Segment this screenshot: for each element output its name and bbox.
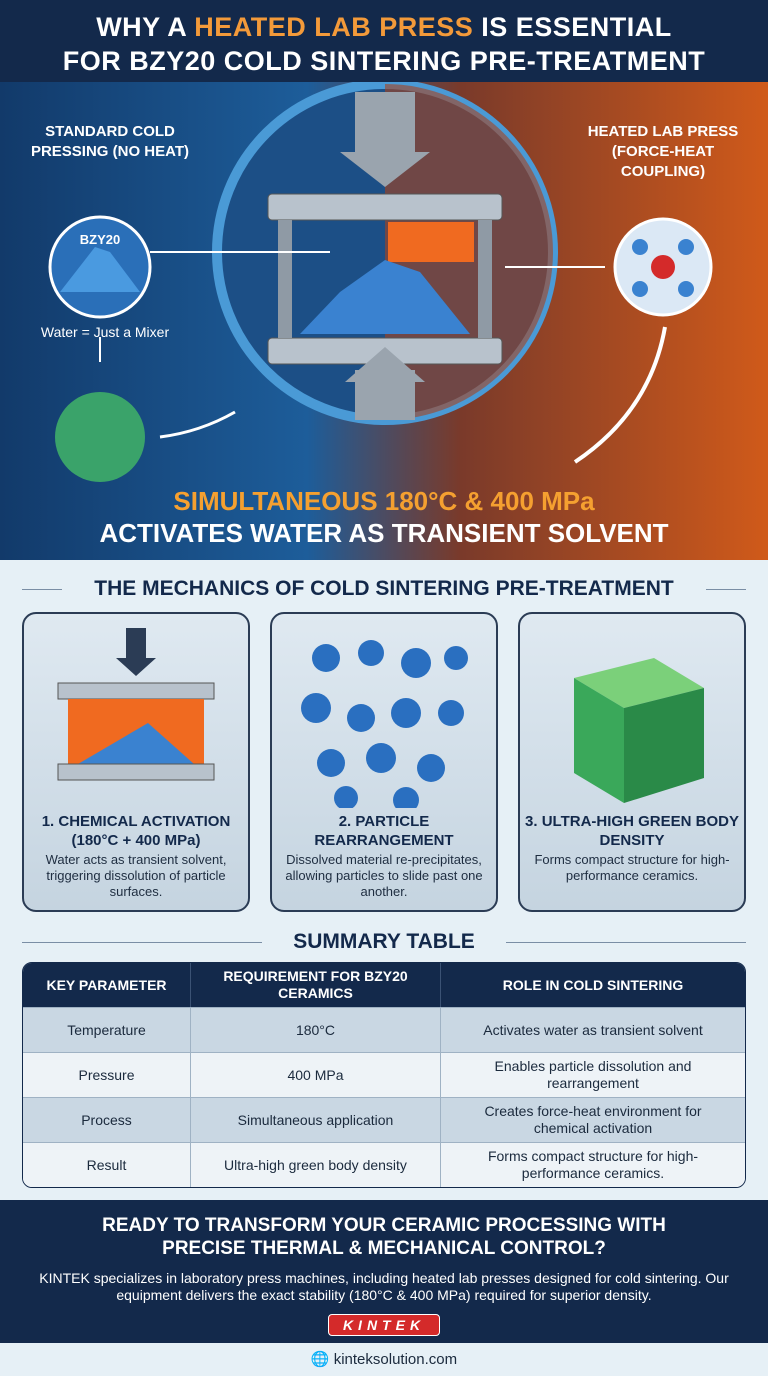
cell: 180°C (191, 1007, 441, 1052)
card-title: 1. CHEMICAL ACTIVATION (180°C + 400 MPa) (41, 813, 231, 849)
kintek-logo: KINTEK (327, 1314, 441, 1336)
cell: Pressure (23, 1052, 191, 1097)
particles-icon (301, 640, 468, 808)
hero-headline: SIMULTANEOUS 180°C & 400 MPa ACTIVATES W… (0, 485, 768, 549)
page-title: WHY A HEATED LAB PRESS IS ESSENTIAL FOR … (0, 0, 768, 82)
cell: Simultaneous application (191, 1097, 441, 1142)
hero-section: STANDARD COLD PRESSING (NO HEAT) HEATED … (0, 82, 768, 560)
card-text: Dissolved material re-precipitates, allo… (285, 852, 483, 899)
headline-line2: ACTIVATES WATER AS TRANSIENT SOLVENT (99, 518, 669, 548)
title-highlight: HEATED LAB PRESS (194, 12, 474, 42)
headline-line1: SIMULTANEOUS 180°C & 400 MPa (173, 486, 595, 516)
website-link[interactable]: kinteksolution.com (333, 1351, 458, 1368)
mechanics-title: THE MECHANICS OF COLD SINTERING PRE-TREA… (0, 577, 768, 601)
cell: Creates force-heat environment for chemi… (441, 1097, 745, 1142)
heated-press-icon (57, 628, 215, 781)
title-text: IS ESSENTIAL (473, 12, 672, 42)
card-text: Forms compact structure for high-perform… (534, 852, 730, 883)
cell: Ultra-high green body density (191, 1142, 441, 1187)
cell: Forms compact structure for high-perform… (441, 1142, 745, 1187)
card-chemical-activation: 1. CHEMICAL ACTIVATION (180°C + 400 MPa)… (22, 612, 250, 912)
heated-press-label: HEATED LAB PRESS (FORCE-HEAT COUPLING) (587, 123, 739, 180)
cell: Result (23, 1142, 191, 1187)
cta-text: KINTEK specializes in laboratory press m… (39, 1270, 729, 1303)
column-header: KEY PARAMETER (23, 963, 191, 1007)
cell: Enables particle dissolution and rearran… (441, 1052, 745, 1097)
card-particle-rearrangement: 2. PARTICLE REARRANGEMENT Dissolved mate… (270, 612, 498, 912)
card-title: 2. PARTICLE REARRANGEMENT (314, 813, 454, 849)
column-header: ROLE IN COLD SINTERING (441, 963, 745, 1007)
cta-section: READY TO TRANSFORM YOUR CERAMIC PROCESSI… (0, 1200, 768, 1343)
cell: Temperature (23, 1007, 191, 1052)
water-note: Water = Just a Mixer (40, 324, 170, 340)
globe-icon: 🌐 (310, 1351, 330, 1368)
cold-press-label: STANDARD COLD PRESSING (NO HEAT) (30, 123, 190, 160)
dense-cube-icon (574, 658, 704, 803)
cell: 400 MPa (191, 1052, 441, 1097)
card-text: Water acts as transient solvent, trigger… (45, 852, 227, 899)
title-line2: FOR BZY20 COLD SINTERING PRE-TREATMENT (62, 46, 706, 76)
footer: 🌐 kinteksolution.com (0, 1343, 768, 1376)
column-header: REQUIREMENT FOR BZY20 CERAMICS (191, 963, 441, 1007)
cta-title: READY TO TRANSFORM YOUR CERAMIC PROCESSI… (102, 1215, 666, 1259)
title-text: WHY A (96, 12, 195, 42)
card-green-body-density: 3. ULTRA-HIGH GREEN BODY DENSITY Forms c… (518, 612, 746, 912)
cell: Process (23, 1097, 191, 1142)
press-illustration (48, 82, 713, 482)
summary-title: SUMMARY TABLE (0, 930, 768, 954)
card-title: 3. ULTRA-HIGH GREEN BODY DENSITY (525, 813, 739, 849)
bzy20-label: BZY20 (79, 232, 121, 247)
cell: Activates water as transient solvent (441, 1007, 745, 1052)
